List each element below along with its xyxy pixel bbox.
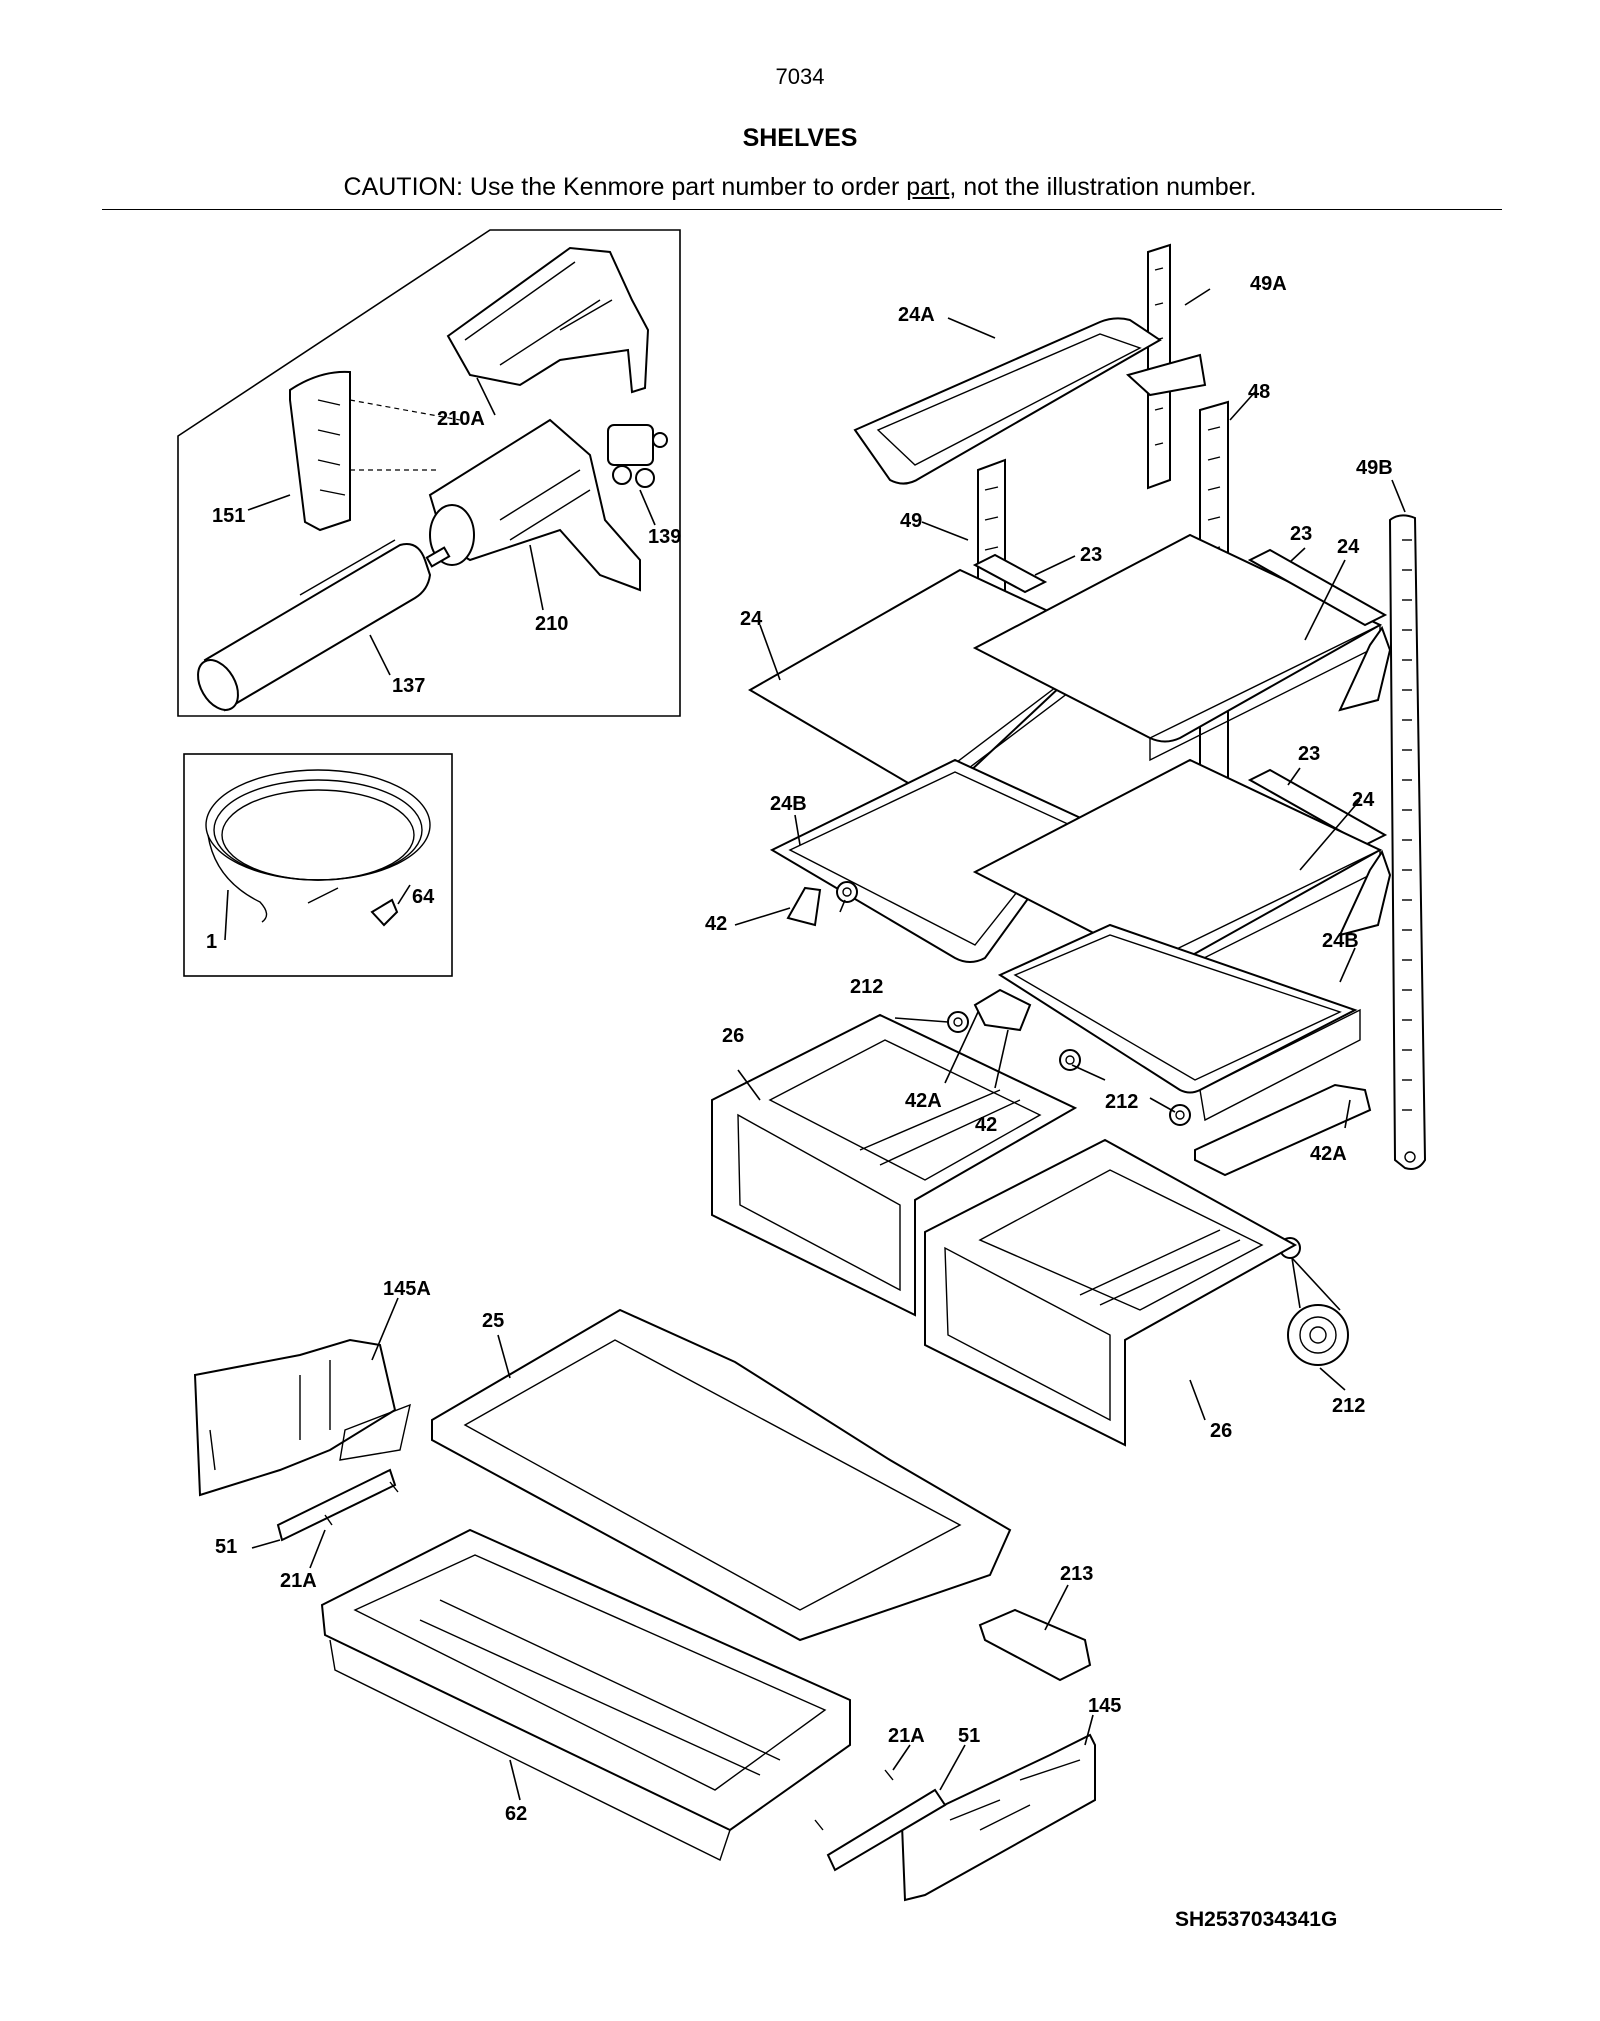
callout-24-right-upper: 24 <box>1337 536 1360 558</box>
callout-151: 151 <box>212 505 245 527</box>
divider-part-23-upper <box>972 553 1048 594</box>
callout-213: 213 <box>1060 1563 1093 1585</box>
header-divider <box>102 209 1502 210</box>
callout-145: 145 <box>1088 1695 1121 1717</box>
callout-51-right: 51 <box>958 1725 980 1747</box>
callout-137: 137 <box>392 675 425 697</box>
bracket-part-42a-right <box>1194 1083 1372 1177</box>
callout-23-right-lower: 23 <box>1298 743 1320 765</box>
callout-26-left: 26 <box>722 1025 744 1047</box>
glass-shelves <box>748 317 1392 1177</box>
tubing-inset <box>183 753 453 977</box>
callout-21a-left: 21A <box>280 1570 317 1592</box>
water-filter-inset <box>177 229 681 717</box>
divider-part-23-right-lower <box>1247 768 1388 847</box>
slide-part-51-left <box>276 1468 397 1542</box>
callout-42a-right: 42A <box>1310 1143 1347 1165</box>
deli-cover-part-25 <box>431 1308 1012 1642</box>
callout-1: 1 <box>206 931 217 953</box>
filter-cartridge-part-137 <box>197 539 451 712</box>
callout-49b: 49B <box>1356 457 1393 479</box>
caution-text-end: , not the illustration number. <box>949 173 1257 201</box>
callout-42-left: 42 <box>705 913 727 935</box>
callout-42a-center: 42A <box>905 1090 942 1112</box>
callout-25: 25 <box>482 1310 504 1332</box>
rail-part-49b <box>1388 514 1427 1170</box>
callout-212-middle: 212 <box>1105 1091 1138 1113</box>
shelf-part-24a <box>853 317 1162 485</box>
filter-cover-part-210a <box>446 246 650 394</box>
tube-fitting-part-64 <box>370 898 399 927</box>
water-tube-part-1 <box>205 769 431 923</box>
leader-lines <box>251 288 1406 1801</box>
drawer-cover-part-145a <box>193 1338 411 1497</box>
bracket-part-42-left <box>786 886 822 927</box>
callout-51-left: 51 <box>215 1536 237 1558</box>
rail-part-49a <box>1125 243 1207 490</box>
callout-212-lower: 212 <box>1332 1395 1365 1417</box>
callout-42-center: 42 <box>975 1114 997 1136</box>
shelf-part-24b-right <box>997 923 1361 1122</box>
crisper-drawers-part-26 <box>711 1013 1298 1447</box>
callout-24a: 24A <box>898 304 935 326</box>
bracket-part-213 <box>978 1608 1092 1682</box>
callout-210a: 210A <box>437 408 485 430</box>
valve-part-139 <box>607 424 668 488</box>
callout-210: 210 <box>535 613 568 635</box>
callout-48: 48 <box>1248 381 1270 403</box>
slide-part-51-right <box>826 1788 947 1872</box>
bracket-part-42a-center <box>973 988 1032 1032</box>
callout-49: 49 <box>900 510 922 532</box>
caution-underlined-word: part <box>906 173 950 201</box>
divider-part-23-right-upper <box>1247 548 1388 627</box>
callout-23-center: 23 <box>1080 544 1102 566</box>
callout-24-right-lower: 24 <box>1352 789 1375 811</box>
callout-labels: 210A 151 139 210 137 1 64 24A 49A 48 49B… <box>206 273 1393 1825</box>
deli-drawer-part-62 <box>320 1528 851 1861</box>
callout-23-right-upper: 23 <box>1290 523 1312 545</box>
callout-64: 64 <box>412 886 435 908</box>
bypass-cap-part-151 <box>289 370 351 532</box>
callout-49a: 49A <box>1250 273 1287 295</box>
drawing-code: SH2537034341G <box>1175 1908 1338 1931</box>
crisper-drawer-left <box>711 1013 1078 1317</box>
callout-24b-right: 24B <box>1322 930 1359 952</box>
callout-24-left: 24 <box>740 608 763 630</box>
caution-text-start: CAUTION: Use the Kenmore part number to … <box>343 173 907 201</box>
callout-21a-right: 21A <box>888 1725 925 1747</box>
callout-26-right: 26 <box>1210 1420 1232 1442</box>
callout-145a: 145A <box>383 1278 431 1300</box>
page-title: SHELVES <box>742 124 858 152</box>
callout-62: 62 <box>505 1803 527 1825</box>
caution-note: CAUTION: Use the Kenmore part number to … <box>0 173 1600 202</box>
crisper-drawer-right <box>924 1138 1298 1447</box>
callout-139: 139 <box>648 526 681 548</box>
callout-212-upper: 212 <box>850 976 883 998</box>
callout-24b-left: 24B <box>770 793 807 815</box>
screws-part-21a <box>324 1481 894 1831</box>
shelf-part-24-right-upper <box>972 533 1392 762</box>
page-number: 7034 <box>775 64 825 89</box>
drawer-cover-part-145 <box>900 1733 1096 1902</box>
